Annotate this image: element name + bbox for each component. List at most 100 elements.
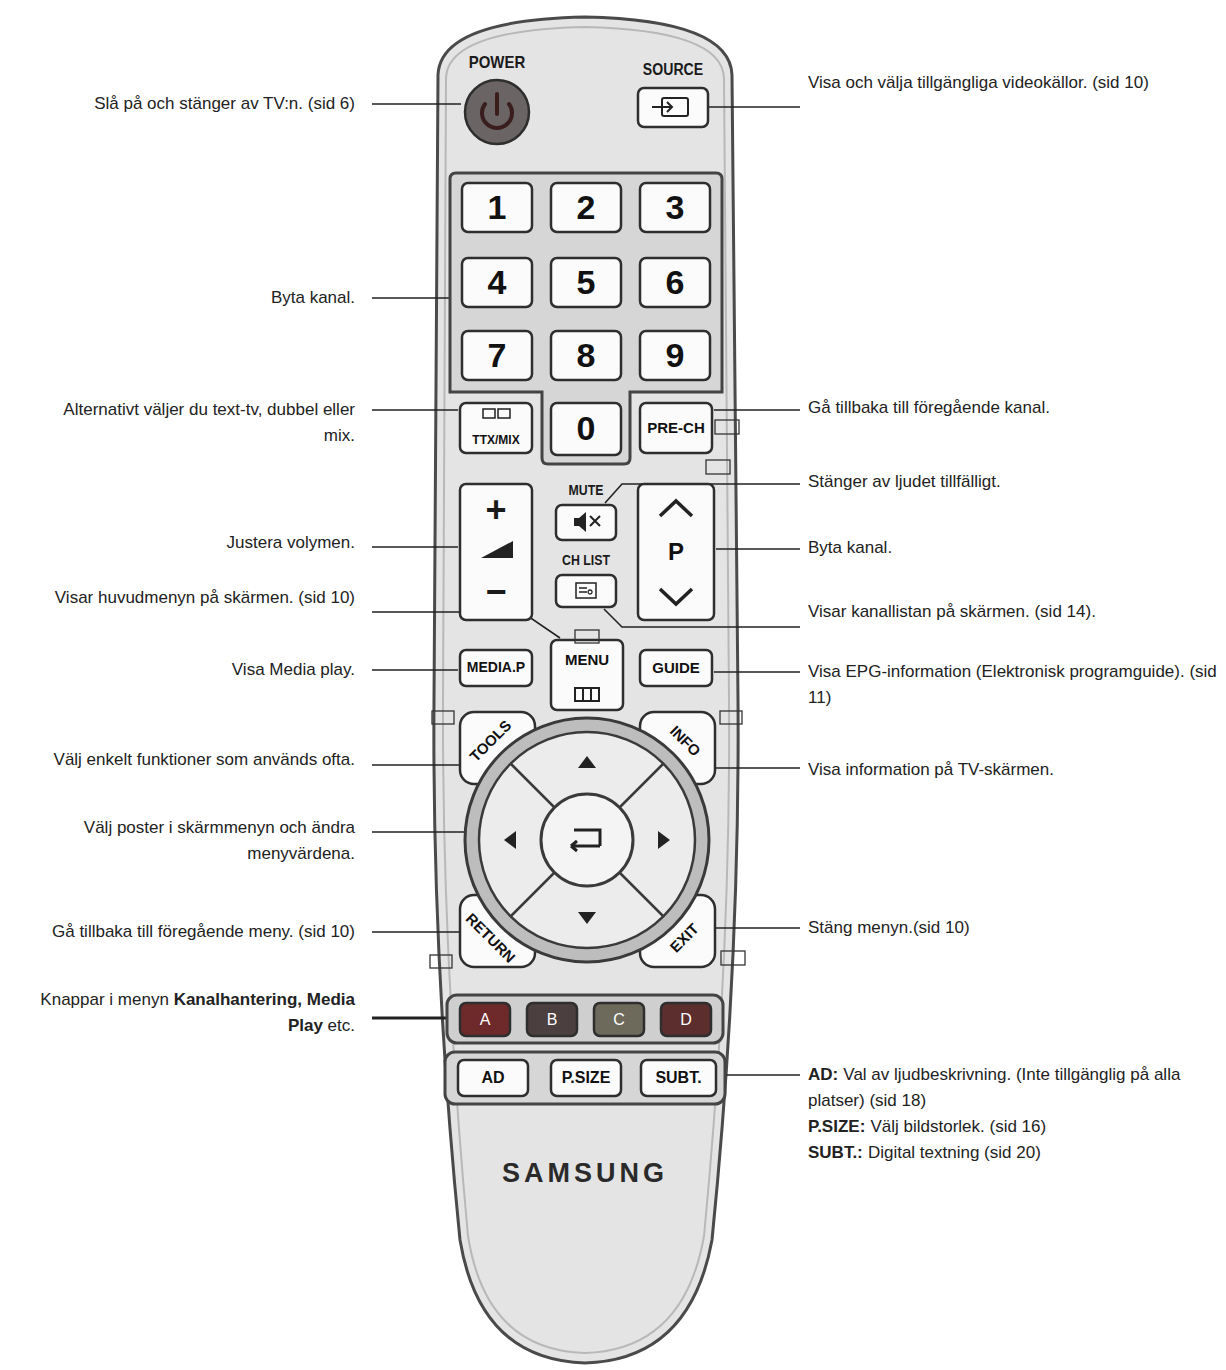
button-shape (551, 331, 621, 380)
button-shape (556, 575, 616, 607)
button-shape (462, 331, 532, 380)
callout-text: Gå tillbaka till föregående kanal. (808, 398, 1050, 417)
button-label: P (668, 539, 684, 565)
button-shape (462, 258, 532, 307)
callout-text: Välj enkelt funktioner som används ofta. (54, 750, 355, 769)
callout-line: SUBT.: Digital textning (sid 20) (808, 1140, 1208, 1166)
volume-sign: − (485, 572, 506, 612)
button-shape (661, 1003, 711, 1036)
callout-label: Byta kanal. (808, 535, 1220, 561)
remote-button: P (638, 484, 714, 620)
callout-text: Välj poster i skärmmenyn och ändra menyv… (84, 818, 355, 863)
button-heading: MUTE (542, 482, 630, 498)
remote-button: B (527, 1003, 577, 1036)
button-shape (640, 403, 712, 453)
button-shape (640, 650, 712, 686)
button-label: TTX/MIX (472, 434, 519, 447)
callout-label: Visar huvudmenyn på skärmen. (sid 10) (8, 585, 355, 611)
button-shape (640, 331, 710, 380)
callout-text: Visa Media play. (232, 660, 355, 679)
button-shape (551, 183, 621, 232)
callout-text: Välj bildstorlek. (sid 16) (870, 1117, 1046, 1136)
button-shape (638, 88, 708, 127)
brand-logo: SAMSUNG (418, 1158, 752, 1189)
remote-button: 2 (551, 183, 621, 232)
button-shape (640, 183, 710, 232)
button-label: 2 (577, 189, 596, 226)
callout-line: P.SIZE: Välj bildstorlek. (sid 16) (808, 1114, 1208, 1140)
callout-text: etc. (328, 1016, 355, 1035)
remote-button: P.SIZE (551, 1060, 621, 1096)
remote-button: C (594, 1003, 644, 1036)
button-label: TOOLS (466, 717, 514, 765)
button-shape (640, 258, 710, 307)
callout-label: Visa Media play. (8, 657, 355, 683)
button-shape (460, 1003, 510, 1036)
callout-text: Byta kanal. (271, 288, 355, 307)
button-shape (460, 403, 532, 453)
remote-button: 8 (551, 331, 621, 380)
callout-label: Stänger av ljudet tillfälligt. (808, 469, 1220, 495)
button-label: MENU (565, 652, 609, 669)
button-shape (465, 80, 529, 144)
button-label: INFO (666, 722, 703, 759)
callout-text: Digital textning (sid 20) (868, 1143, 1041, 1162)
callout-text: Justera volymen. (227, 533, 356, 552)
remote-button: 9 (640, 331, 710, 380)
remote-button: 3 (640, 183, 710, 232)
callout-label: Knappar i menyn Kanalhantering, Media Pl… (4, 987, 355, 1039)
callout-label: AD:Val av ljudbeskrivning. (Inte tillgän… (808, 1062, 1208, 1166)
button-label: 5 (577, 264, 596, 301)
volume-sign: + (485, 490, 506, 530)
remote-button: PRE-CH (640, 403, 712, 453)
button-label: 1 (488, 189, 507, 226)
callout-text: Visar huvudmenyn på skärmen. (sid 10) (55, 588, 355, 607)
button-label: P.SIZE (562, 1069, 611, 1087)
remote-button: MEDIA.P (460, 650, 532, 686)
remote-button: TOOLS (460, 712, 535, 784)
button-shape (458, 1060, 528, 1096)
button-shape (551, 258, 621, 307)
button-shape (594, 1003, 644, 1036)
callout-text: SUBT.: (808, 1143, 863, 1162)
remote-button: 1 (462, 183, 532, 232)
callout-text: Knappar i menyn (40, 990, 169, 1009)
remote-button: SOURCE (638, 88, 708, 127)
button-label: B (547, 1011, 558, 1029)
button-shape (556, 505, 616, 540)
callout-text: Visa EPG-information (Elektronisk progra… (808, 662, 1217, 707)
button-shape (460, 484, 532, 620)
button-label: PRE-CH (647, 420, 705, 437)
remote-button: INFO (640, 712, 715, 784)
button-heading: SOURCE (625, 61, 722, 79)
callout-text: Gå tillbaka till föregående meny. (sid 1… (52, 922, 355, 941)
remote-button: MENU (551, 640, 623, 710)
remote-button: CH LIST (556, 575, 616, 607)
button-label: 8 (577, 337, 596, 374)
button-shape (638, 484, 714, 620)
button-heading: CH LIST (542, 552, 630, 568)
callout-text: P.SIZE: (808, 1117, 865, 1136)
remote-housing: SAMSUNGPOWERSOURCE123456789TTX/MIX0PRE-C… (418, 15, 752, 1365)
callout-label: Slå på och stänger av TV:n. (sid 6) (8, 91, 355, 117)
button-label: EXIT (667, 920, 702, 955)
button-label: 7 (488, 337, 507, 374)
button-label: 3 (666, 189, 685, 226)
callout-label: Gå tillbaka till föregående kanal. (808, 395, 1220, 421)
button-shape (641, 1060, 716, 1096)
button-label: 4 (488, 264, 507, 301)
callout-label: Justera volymen. (8, 530, 355, 556)
callout-label: Välj enkelt funktioner som används ofta. (8, 747, 355, 773)
callout-text: Stänger av ljudet tillfälligt. (808, 472, 1001, 491)
remote-button: POWER (465, 80, 529, 144)
remote-button: 7 (462, 331, 532, 380)
callout-label: Stäng menyn.(sid 10) (808, 915, 1220, 941)
callout-text: Slå på och stänger av TV:n. (sid 6) (94, 94, 355, 113)
remote-button: EXIT (640, 895, 715, 967)
button-label: AD (481, 1069, 504, 1087)
remote-button: RETURN (460, 895, 535, 967)
button-label: D (680, 1011, 692, 1029)
remote-button: AD (458, 1060, 528, 1096)
callout-label: Visa och välja tillgängliga videokällor.… (808, 70, 1220, 96)
button-label: SUBT. (655, 1069, 701, 1087)
